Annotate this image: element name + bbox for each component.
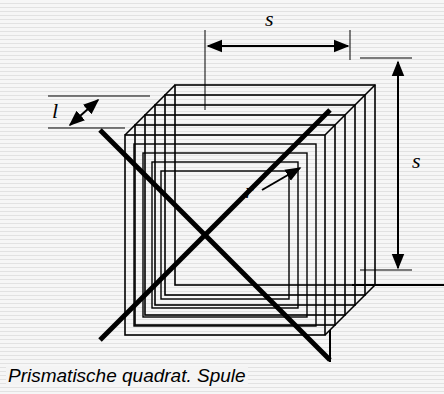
caption: Prismatische quadrat. Spule	[6, 366, 248, 385]
dimension-label: s	[265, 8, 274, 30]
dimension-label: s	[412, 150, 421, 172]
dimension-label: l	[52, 100, 58, 122]
dimension-label: r	[245, 180, 254, 202]
